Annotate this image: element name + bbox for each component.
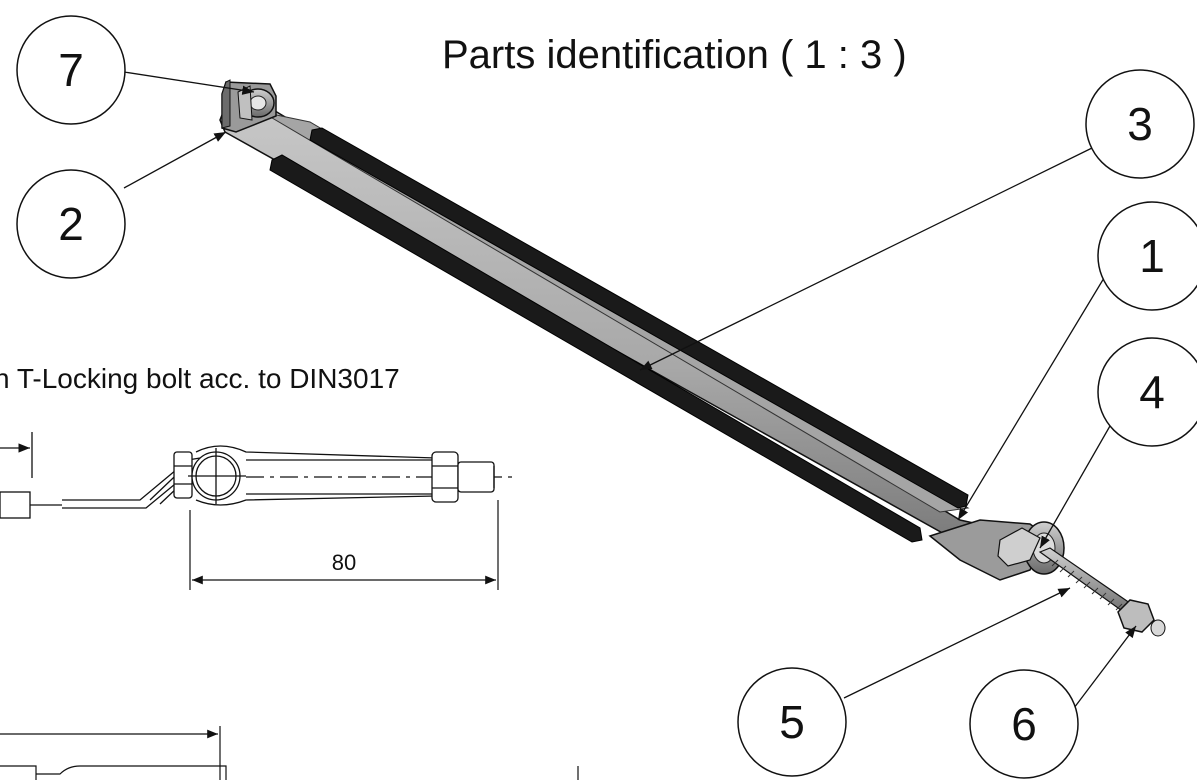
dimension-80 <box>189 500 499 590</box>
balloon-5-label: 5 <box>779 696 805 748</box>
strap-assembly <box>219 79 1166 637</box>
sleeve-bushing-bore <box>249 95 267 111</box>
balloon-4-label: 4 <box>1139 366 1165 418</box>
balloon-4: 4 <box>1097 337 1197 447</box>
leader-6 <box>1073 625 1137 709</box>
balloon-1: 1 <box>1097 201 1197 311</box>
detail-loop-outline <box>195 445 437 506</box>
balloon-1-label: 1 <box>1139 230 1165 282</box>
bolt-thread-marks <box>1051 559 1123 611</box>
balloon-2-label: 2 <box>58 198 84 250</box>
rubber-strip-upper <box>309 127 969 509</box>
lower-detail-fragment <box>0 726 579 780</box>
balloon-6: 6 <box>969 669 1079 779</box>
detail-hex-head <box>173 451 193 499</box>
balloon-7-label: 7 <box>58 44 84 96</box>
balloon-2: 2 <box>16 169 126 279</box>
bolt-tip <box>1150 619 1166 637</box>
balloon-7: 7 <box>16 15 126 125</box>
detail-bolt-end <box>457 461 495 493</box>
balloon-3: 3 <box>1085 69 1195 179</box>
detail-nut <box>431 451 459 503</box>
lower-body-outline <box>0 765 227 780</box>
band-stub <box>0 491 31 519</box>
leader-2 <box>123 131 227 189</box>
leader-1 <box>957 277 1105 521</box>
leader-3 <box>639 147 1093 371</box>
detail-view-bolt <box>0 432 516 519</box>
balloon-6-label: 6 <box>1011 698 1037 750</box>
dimension-80-value: 80 <box>332 550 356 575</box>
leader-7 <box>123 71 255 95</box>
drawing-title: Parts identification ( 1 : 3 ) <box>442 33 907 77</box>
balloon-3-label: 3 <box>1127 98 1153 150</box>
balloon-5: 5 <box>737 667 847 777</box>
detail-caption: n T-Locking bolt acc. to DIN3017 <box>0 363 400 394</box>
leader-4 <box>1039 411 1119 549</box>
locking-nut-head <box>997 527 1041 567</box>
leader-5 <box>843 587 1071 699</box>
left-end-plate-fold <box>221 79 231 129</box>
leader-lines <box>123 71 1137 709</box>
rubber-strip-lower <box>269 154 923 543</box>
hex-nut <box>1117 599 1155 633</box>
